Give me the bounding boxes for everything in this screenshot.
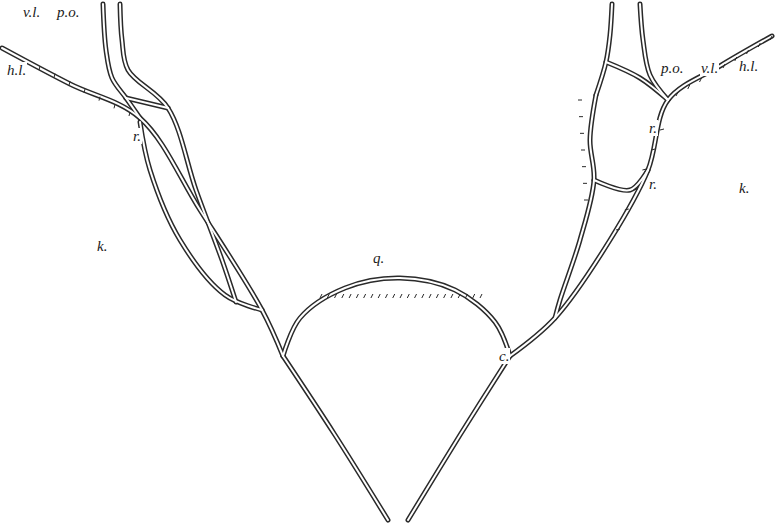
spine-tick — [642, 169, 646, 170]
spine-tick — [422, 294, 424, 298]
rod-lumen — [510, 36, 772, 356]
spine-tick — [580, 133, 584, 134]
spine-tick — [458, 294, 460, 298]
skeletal-rod — [2, 48, 283, 356]
spine-tick — [342, 294, 344, 298]
spine-tick — [465, 294, 467, 298]
spine-tick — [335, 294, 337, 298]
rod-lumen — [283, 356, 388, 520]
part-label: r. — [648, 176, 658, 192]
part-label: v.l. — [700, 60, 719, 76]
part-label: p.o. — [56, 4, 81, 20]
spine-tick — [39, 66, 40, 70]
spine-tick — [584, 200, 588, 201]
rod-lumen — [606, 62, 668, 100]
spine-tick — [616, 229, 620, 230]
spine-tick — [320, 294, 322, 298]
spine-tick — [84, 89, 85, 93]
spine-tick — [378, 294, 380, 298]
spine-tick — [429, 294, 431, 298]
spine-tick — [660, 129, 664, 130]
spine-tick — [579, 116, 583, 117]
skeletal-rod — [283, 356, 388, 520]
spine-tick — [583, 183, 587, 184]
skeletal-rod — [283, 278, 510, 356]
skeletal-rod — [555, 95, 596, 318]
rod-lumen — [283, 278, 510, 356]
part-label: h.l. — [6, 62, 27, 78]
rod-lumen — [555, 95, 596, 318]
spine-tick — [385, 294, 387, 298]
rod-lumen — [120, 4, 236, 302]
skeletal-rod — [140, 122, 262, 310]
part-label: h.l. — [738, 58, 759, 74]
spine-tick — [114, 104, 115, 108]
spine-tick — [581, 150, 585, 151]
spine-tick — [480, 294, 482, 298]
spine-tick — [700, 78, 702, 82]
spine-tick — [364, 294, 366, 298]
spine-tick — [578, 100, 582, 101]
spine-tick — [400, 294, 402, 298]
spine-tick — [582, 166, 586, 167]
spine-tick — [758, 43, 760, 47]
spine-tick — [676, 92, 678, 96]
rod-lumen — [594, 170, 648, 190]
part-label: r. — [132, 128, 142, 144]
spine-tick — [356, 294, 358, 298]
part-label: v.l. — [22, 4, 41, 20]
spine-tick — [99, 97, 100, 101]
spine-tick — [129, 112, 130, 116]
spine-tick — [451, 294, 453, 298]
spine-tick — [747, 50, 749, 54]
rod-lumen — [640, 4, 668, 100]
part-label: p.o. — [660, 60, 685, 76]
spine-tick — [393, 294, 395, 298]
spine-tick — [415, 294, 417, 298]
spine-tick — [473, 294, 475, 298]
spine-tick — [436, 294, 438, 298]
spine-tick — [723, 64, 725, 68]
part-label: q. — [372, 250, 385, 266]
rod-lumen — [2, 48, 283, 356]
skeletal-rod — [596, 4, 612, 95]
spine-tick — [327, 294, 329, 298]
spine-tick — [69, 81, 70, 85]
spine-tick — [407, 294, 409, 298]
rod-lumen — [126, 98, 168, 108]
spine-tick — [444, 294, 446, 298]
part-label: r. — [648, 120, 658, 136]
rod-lumen — [408, 356, 510, 520]
spine-tick — [54, 74, 55, 78]
spine-tick — [651, 149, 655, 150]
skeletal-rod — [510, 36, 772, 356]
rod-lumen — [596, 4, 612, 95]
spine-tick — [688, 85, 690, 89]
part-label: c. — [498, 348, 510, 364]
spine-tick — [770, 36, 772, 40]
skeletal-rod — [408, 356, 510, 520]
skeletal-rod — [606, 62, 668, 100]
spine-tick — [349, 294, 351, 298]
part-label: k. — [738, 180, 750, 196]
spine-tick — [625, 209, 629, 210]
spine-tick — [371, 294, 373, 298]
skeletal-rod — [120, 4, 236, 302]
spine-tick — [735, 57, 737, 61]
part-label: k. — [96, 238, 108, 254]
rod-lumen — [140, 122, 262, 310]
spine-tick — [634, 189, 638, 190]
